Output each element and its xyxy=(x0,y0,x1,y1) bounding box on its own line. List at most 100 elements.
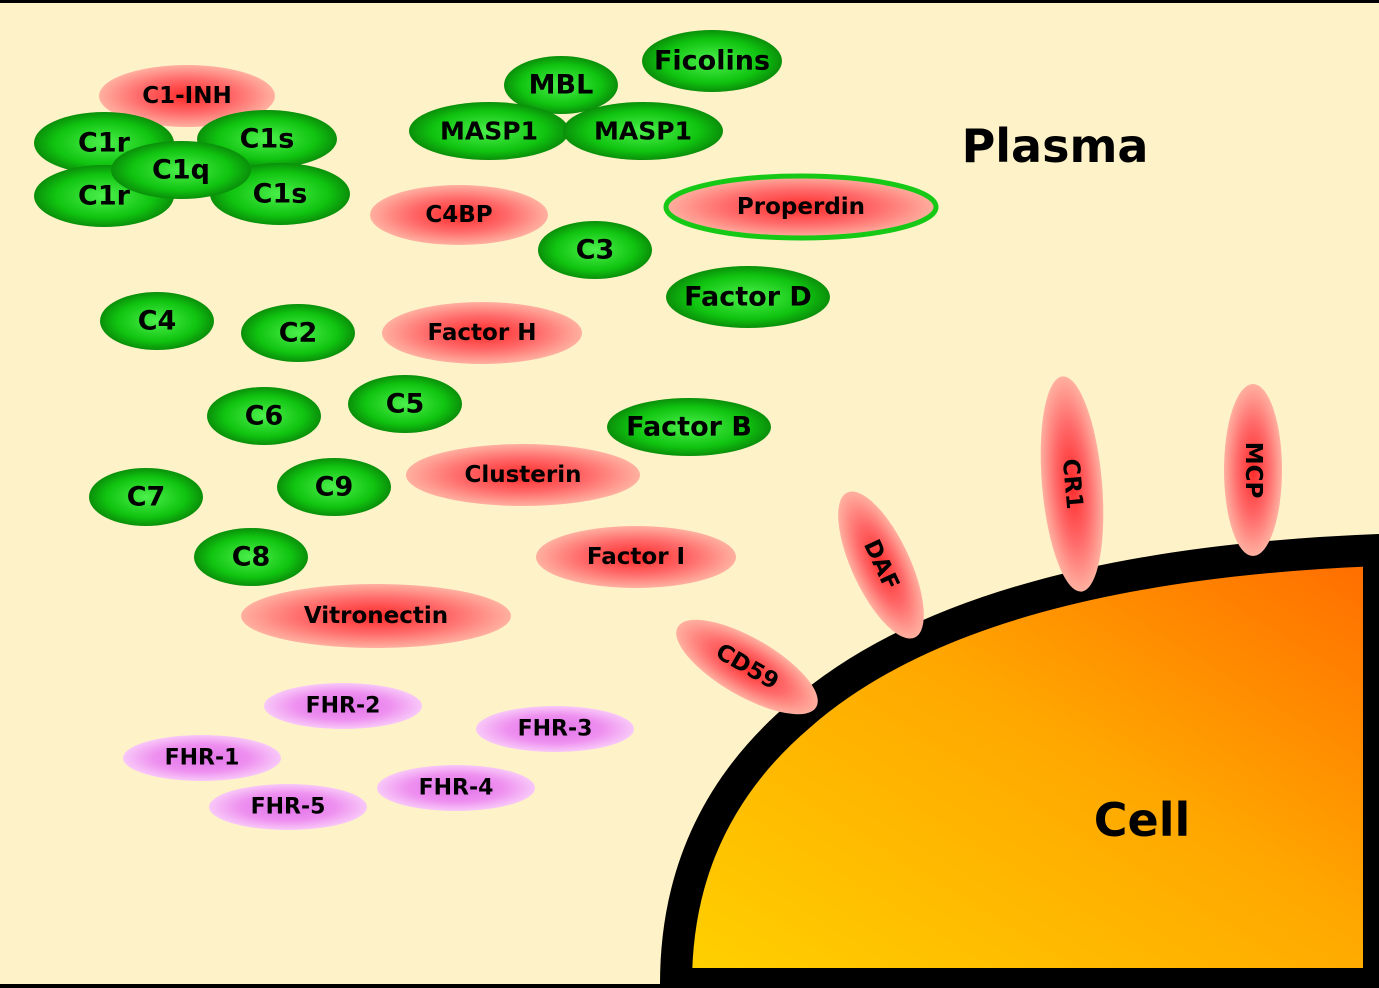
protein-c7: C7 xyxy=(89,468,203,526)
protein-fhr-2: FHR-2 xyxy=(264,683,422,729)
membrane-protein-cr1: CR1 xyxy=(1040,376,1104,592)
protein-label: MASP1 xyxy=(440,117,538,146)
protein-mbl: MBL xyxy=(504,56,618,114)
protein-label: FHR-5 xyxy=(251,795,326,820)
protein-label: C1q xyxy=(152,155,210,186)
protein-factor-h: Factor H xyxy=(382,302,582,364)
protein-shape xyxy=(406,444,640,506)
protein-c6: C6 xyxy=(207,387,321,445)
protein-label: MASP1 xyxy=(594,117,692,146)
protein-c3: C3 xyxy=(538,221,652,279)
protein-c5: C5 xyxy=(348,375,462,433)
protein-label: C1s xyxy=(253,179,308,210)
cell-body xyxy=(659,533,1379,988)
protein-shape xyxy=(409,102,569,160)
protein-label: C8 xyxy=(232,542,271,573)
protein-shape xyxy=(241,304,355,362)
cell-label: Cell xyxy=(1094,793,1191,847)
protein-label: C1r xyxy=(78,128,131,159)
protein-shape xyxy=(666,266,830,328)
protein-masp1: MASP1 xyxy=(563,102,723,160)
protein-shape xyxy=(123,735,281,781)
protein-factor-i: Factor I xyxy=(536,526,736,588)
protein-label: C7 xyxy=(127,482,166,513)
membrane-protein-label: CR1 xyxy=(1057,458,1087,511)
protein-vitronectin: Vitronectin xyxy=(241,584,511,648)
protein-label: C4BP xyxy=(425,202,492,228)
protein-fhr-1: FHR-1 xyxy=(123,735,281,781)
protein-shape xyxy=(99,65,275,127)
protein-label: Ficolins xyxy=(654,46,770,77)
membrane-protein-shape xyxy=(676,619,818,715)
protein-ficolins: Ficolins xyxy=(642,30,782,92)
membrane-protein-shape xyxy=(1224,384,1282,556)
protein-shape xyxy=(241,584,511,648)
protein-label: Properdin xyxy=(737,194,865,220)
protein-shape xyxy=(370,185,548,245)
protein-clusterin: Clusterin xyxy=(406,444,640,506)
protein-shape xyxy=(209,784,367,830)
protein-c4bp: C4BP xyxy=(370,185,548,245)
protein-shape xyxy=(100,292,214,350)
protein-shape xyxy=(207,387,321,445)
protein-shape xyxy=(642,30,782,92)
protein-label: Factor I xyxy=(587,544,685,570)
protein-label: C6 xyxy=(245,401,284,432)
protein-label: C1s xyxy=(240,124,295,155)
membrane-protein-mcp: MCP xyxy=(1224,384,1282,556)
protein-c4: C4 xyxy=(100,292,214,350)
protein-label: MBL xyxy=(529,70,594,101)
protein-shape xyxy=(264,683,422,729)
protein-c8: C8 xyxy=(194,528,308,586)
protein-shape xyxy=(382,302,582,364)
membrane-protein-shape xyxy=(838,491,924,639)
protein-masp1: MASP1 xyxy=(409,102,569,160)
protein-label: C3 xyxy=(576,235,615,266)
protein-c1-inh: C1-INH xyxy=(99,65,275,127)
protein-c2: C2 xyxy=(241,304,355,362)
protein-shape xyxy=(663,173,939,241)
protein-label: C9 xyxy=(315,472,354,503)
protein-shape xyxy=(348,375,462,433)
protein-label: C1-INH xyxy=(142,83,231,109)
protein-shape xyxy=(194,528,308,586)
protein-shape xyxy=(536,526,736,588)
protein-shape xyxy=(504,56,618,114)
protein-fhr-3: FHR-3 xyxy=(476,706,634,752)
membrane-protein-cd59: CD59 xyxy=(676,619,818,715)
protein-label: Factor D xyxy=(684,282,812,313)
protein-label: Factor H xyxy=(428,320,537,346)
protein-shape xyxy=(111,141,251,199)
membrane-protein-shape xyxy=(1040,376,1104,592)
protein-label: FHR-3 xyxy=(518,717,593,742)
protein-shape xyxy=(563,102,723,160)
protein-label: FHR-2 xyxy=(306,694,381,719)
protein-label: Clusterin xyxy=(464,462,581,488)
protein-fhr-5: FHR-5 xyxy=(209,784,367,830)
membrane-protein-daf: DAF xyxy=(838,491,924,639)
protein-fhr-4: FHR-4 xyxy=(377,765,535,811)
protein-shape xyxy=(277,458,391,516)
protein-label: C5 xyxy=(386,389,425,420)
protein-factor-b: Factor B xyxy=(607,398,771,456)
protein-label: Factor B xyxy=(626,412,752,443)
protein-label: FHR-1 xyxy=(165,746,240,771)
protein-c1q: C1q xyxy=(111,141,251,199)
plasma-label: Plasma xyxy=(962,119,1149,173)
protein-properdin: Properdin xyxy=(663,173,939,241)
membrane-protein-label: MCP xyxy=(1240,442,1266,499)
protein-shape xyxy=(476,706,634,752)
protein-shape xyxy=(377,765,535,811)
protein-label: FHR-4 xyxy=(419,776,494,801)
protein-factor-d: Factor D xyxy=(666,266,830,328)
protein-label: Vitronectin xyxy=(304,603,448,629)
protein-label: C4 xyxy=(138,306,177,337)
protein-label: C1r xyxy=(78,181,131,212)
protein-shape xyxy=(538,221,652,279)
protein-label: C2 xyxy=(279,318,318,349)
protein-shape xyxy=(89,468,203,526)
